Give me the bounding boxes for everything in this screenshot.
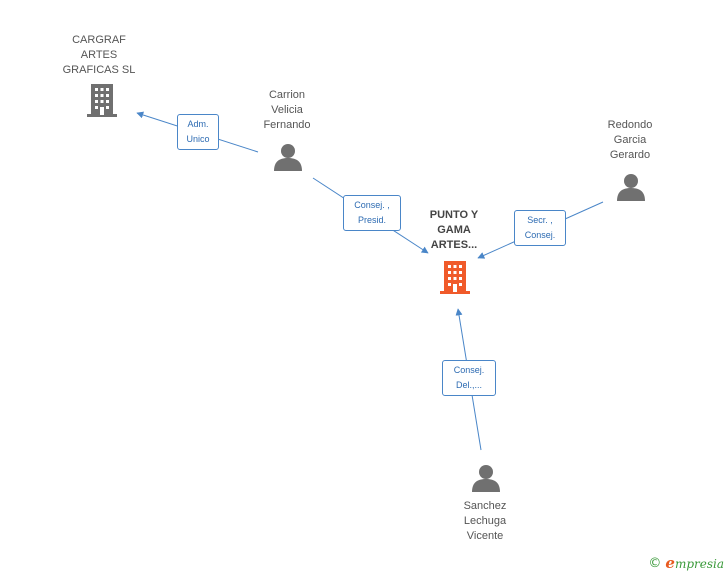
building-icon[interactable] <box>87 84 117 117</box>
edge-label-adm-unico: Adm. Unico <box>177 114 219 150</box>
node-label-sanchez[interactable]: Sanchez Lechuga Vicente <box>463 500 507 542</box>
copyright-icon: © <box>648 555 662 571</box>
brand-initial: e <box>665 554 675 572</box>
edge-label-consej-del: Consej. Del.,... <box>442 360 496 396</box>
person-icon[interactable] <box>274 144 302 171</box>
node-label-punto[interactable]: PUNTO Y GAMA ARTES... <box>429 209 479 251</box>
brand-name: mpresia <box>674 557 724 571</box>
building-icon-main[interactable] <box>440 261 470 294</box>
node-label-redondo[interactable]: Redondo Garcia Gerardo <box>607 119 653 161</box>
person-icon[interactable] <box>617 174 645 201</box>
person-icon[interactable] <box>472 465 500 492</box>
brand-logo[interactable]: © empresia <box>648 554 724 572</box>
node-label-cargraf[interactable]: CARGRAF ARTES GRAFICAS SL <box>62 34 136 76</box>
node-label-carrion[interactable]: Carrion Velicia Fernando <box>263 89 311 131</box>
edge-label-secr-consej: Secr. , Consej. <box>514 210 566 246</box>
edge-label-consej-presid: Consej. , Presid. <box>343 195 401 231</box>
